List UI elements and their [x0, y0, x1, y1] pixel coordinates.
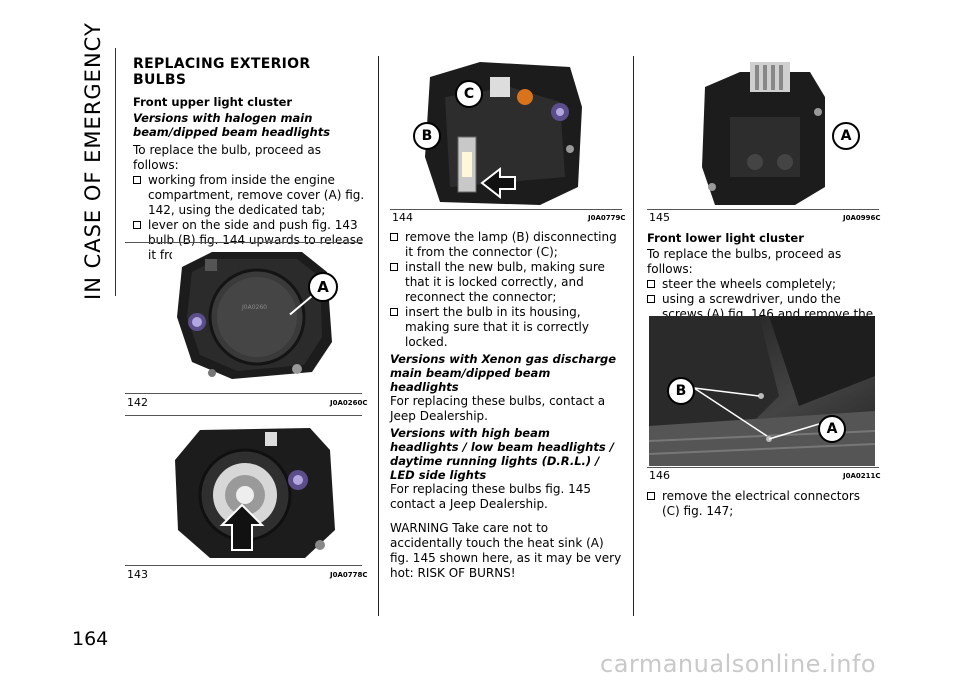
column-divider-1 — [378, 56, 379, 616]
italic-heading-high-beam: Versions with high beam headlights / low… — [390, 426, 614, 482]
list-item: steer the wheels completely; — [647, 277, 879, 292]
checkbox-bullet-icon — [647, 492, 655, 500]
figure-144-label-b: B — [413, 122, 441, 150]
figure-145-heat-sink — [700, 57, 830, 207]
svg-text:J0A0260: J0A0260 — [241, 304, 267, 311]
figure-146-number: 146 — [649, 469, 670, 482]
figure-top-rule — [125, 242, 362, 243]
subheading-front-lower: Front lower light cluster — [647, 231, 804, 245]
figure-146-label-a: A — [818, 415, 846, 443]
figure-142-number: 142 — [127, 396, 148, 409]
list-item: remove the lamp (B) disconnecting it fro… — [390, 230, 622, 260]
figure-143-code: J0A0778C — [330, 571, 368, 579]
list-item: working from inside the engine compartme… — [133, 173, 368, 218]
checkbox-bullet-icon — [647, 295, 655, 303]
figure-144-number: 144 — [392, 211, 413, 224]
figure-142-label-a: A — [308, 272, 338, 302]
figure-144-caption-rule — [390, 209, 622, 210]
list-item: insert the bulb in its housing, making s… — [390, 305, 622, 350]
figure-143-number: 143 — [127, 568, 148, 581]
figure-144-code: J0A0779C — [588, 214, 626, 222]
left-margin-rule — [115, 48, 116, 296]
checkbox-bullet-icon — [390, 308, 398, 316]
figure-143-bulb-release — [170, 420, 338, 560]
figure-143-caption-rule — [125, 565, 362, 566]
italic-heading-halogen: Versions with halogen main beam/dipped b… — [133, 111, 331, 139]
list-item: install the new bulb, making sure that i… — [390, 260, 622, 305]
watermark: carmanualsonline.info — [600, 650, 877, 678]
section-side-title: IN CASE OF EMERGENCY — [81, 22, 105, 300]
figure-145-caption-rule — [647, 209, 879, 210]
intro-text: To replace the bulb, proceed as follows: — [133, 143, 321, 172]
section-heading: REPLACING EXTERIOR BULBS — [133, 56, 311, 88]
warning-text: WARNING Take care not to accidentally to… — [390, 521, 622, 580]
column-3-lower: remove the electrical connectors (C) fig… — [647, 489, 879, 519]
italic-heading-xenon: Versions with Xenon gas discharge main b… — [390, 352, 617, 394]
intro-text: To replace the bulbs, proceed as follows… — [647, 247, 842, 276]
figure-145-label-a: A — [832, 122, 860, 150]
figure-145-number: 145 — [649, 211, 670, 224]
checkbox-bullet-icon — [647, 280, 655, 288]
figure-146-caption-rule — [647, 467, 879, 468]
figure-top-rule — [125, 415, 362, 416]
figure-145-code: J0A0996C — [843, 214, 881, 222]
figure-144-lamp-connector — [420, 57, 585, 207]
figure-146-label-b: B — [667, 377, 695, 405]
figure-144-label-c: C — [455, 80, 483, 108]
figure-142-headlight-cover: J0A0260 — [172, 247, 337, 385]
figure-146-code: J0A0211C — [843, 472, 881, 480]
list-item: remove the electrical connectors (C) fig… — [647, 489, 879, 519]
figure-142-code: J0A0260C — [330, 399, 368, 407]
column-2: remove the lamp (B) disconnecting it fro… — [390, 230, 622, 581]
column-divider-2 — [633, 56, 634, 616]
page-number: 164 — [72, 628, 109, 650]
subheading-front-upper: Front upper light cluster — [133, 95, 293, 109]
column-1: REPLACING EXTERIOR BULBS Front upper lig… — [133, 56, 368, 263]
checkbox-bullet-icon — [390, 263, 398, 271]
high-beam-text: For replacing these bulbs fig. 145 conta… — [390, 482, 591, 511]
checkbox-bullet-icon — [133, 176, 141, 184]
figure-142-caption-rule — [125, 393, 362, 394]
checkbox-bullet-icon — [390, 233, 398, 241]
checkbox-bullet-icon — [133, 221, 141, 229]
xenon-text: For replacing these bulbs, contact a Jee… — [390, 394, 606, 423]
